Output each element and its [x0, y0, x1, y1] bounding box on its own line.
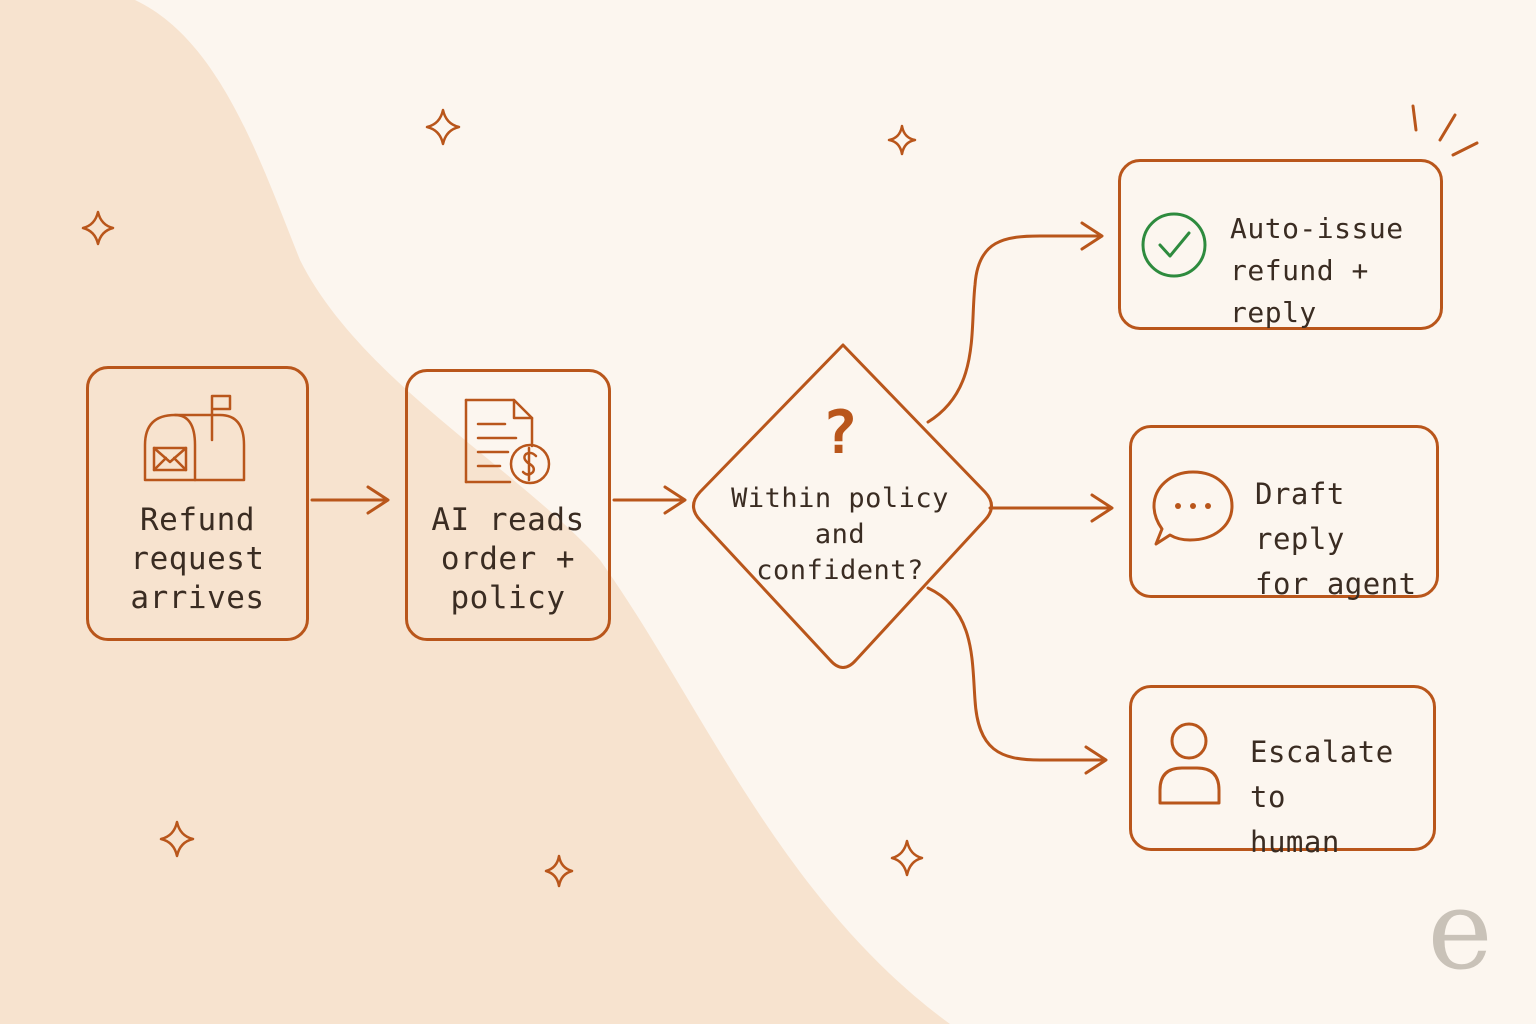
decision-line-3: confident? — [756, 555, 924, 586]
emphasis-lines — [1411, 104, 1479, 157]
auto-label: Auto-issue refund + reply — [1230, 208, 1435, 334]
chat-dots — [1175, 503, 1211, 509]
ai-box — [405, 369, 611, 641]
document-dollar-icon — [464, 398, 551, 485]
auto-box — [1118, 159, 1443, 330]
check-circle-icon — [1141, 212, 1207, 278]
mailbox-icon — [143, 394, 246, 482]
decision-symbol: ? — [821, 398, 859, 468]
ai-line-3: policy — [450, 580, 566, 616]
background-blob — [0, 0, 950, 1024]
sparkle-icon — [887, 124, 917, 156]
sparkle-icon — [544, 854, 574, 888]
arrow-decision-to-auto — [926, 221, 1104, 424]
escalate-line-1: Escalate to — [1250, 735, 1394, 814]
escalate-box — [1129, 685, 1436, 851]
sparkle-icon — [81, 210, 115, 246]
sparkle-icon — [425, 108, 461, 146]
decision-line-1: Within policy — [731, 483, 949, 514]
draft-line-1: Draft reply — [1255, 477, 1345, 556]
escalate-line-2: human — [1250, 825, 1340, 859]
arrow-decision-to-draft — [988, 493, 1114, 523]
draft-box — [1129, 425, 1439, 598]
escalate-label: Escalate to human — [1250, 730, 1430, 865]
chat-bubble-icon — [1152, 470, 1234, 546]
draft-line-2: for agent — [1255, 567, 1417, 601]
request-box — [86, 366, 309, 641]
arrow-decision-to-escalate — [926, 586, 1108, 775]
ai-label: AI reads order + policy — [405, 501, 611, 618]
arrow-request-to-ai — [310, 485, 390, 515]
auto-line-2: refund + reply — [1230, 254, 1369, 329]
request-label: Refund request arrives — [86, 501, 309, 618]
watermark-logo: e — [1427, 866, 1493, 994]
sparkle-icon — [159, 820, 195, 858]
request-line-3: arrives — [130, 580, 265, 616]
ai-line-2: order + — [440, 541, 576, 577]
sparkle-icon — [890, 839, 924, 877]
decision-diamond — [692, 343, 993, 669]
draft-label: Draft reply for agent — [1255, 472, 1435, 607]
ai-line-1: AI reads — [431, 502, 585, 538]
request-line-1: Refund — [140, 502, 255, 538]
request-line-2: request — [130, 541, 265, 577]
decision-label: Within policy and confident? — [720, 481, 960, 589]
decision-line-2: and — [814, 519, 866, 550]
arrow-ai-to-decision — [612, 485, 687, 515]
auto-line-1: Auto-issue — [1230, 212, 1404, 245]
person-icon — [1158, 722, 1221, 805]
